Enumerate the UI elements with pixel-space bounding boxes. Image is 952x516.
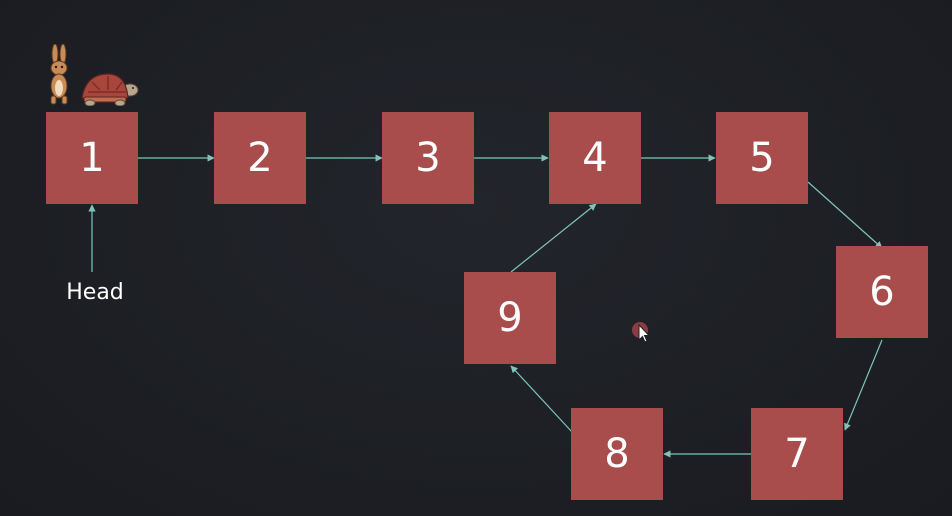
node-3: 3	[382, 112, 474, 204]
node-7: 7	[751, 408, 843, 500]
mouse-cursor-icon	[632, 322, 651, 343]
turtle-icon	[81, 73, 139, 106]
node-9: 9	[464, 272, 556, 364]
node-8: 8	[571, 408, 663, 500]
node-1: 1	[46, 112, 138, 204]
rabbit-icon	[50, 44, 68, 105]
node-2: 2	[214, 112, 306, 204]
edge-6-7	[844, 339, 883, 431]
edge-8-9	[510, 365, 573, 433]
node-5: 5	[716, 112, 808, 204]
head-label: Head	[66, 280, 124, 305]
edge-5-6	[807, 181, 883, 249]
node-6: 6	[836, 246, 928, 338]
node-4: 4	[549, 112, 641, 204]
edge-9-4	[510, 203, 597, 273]
